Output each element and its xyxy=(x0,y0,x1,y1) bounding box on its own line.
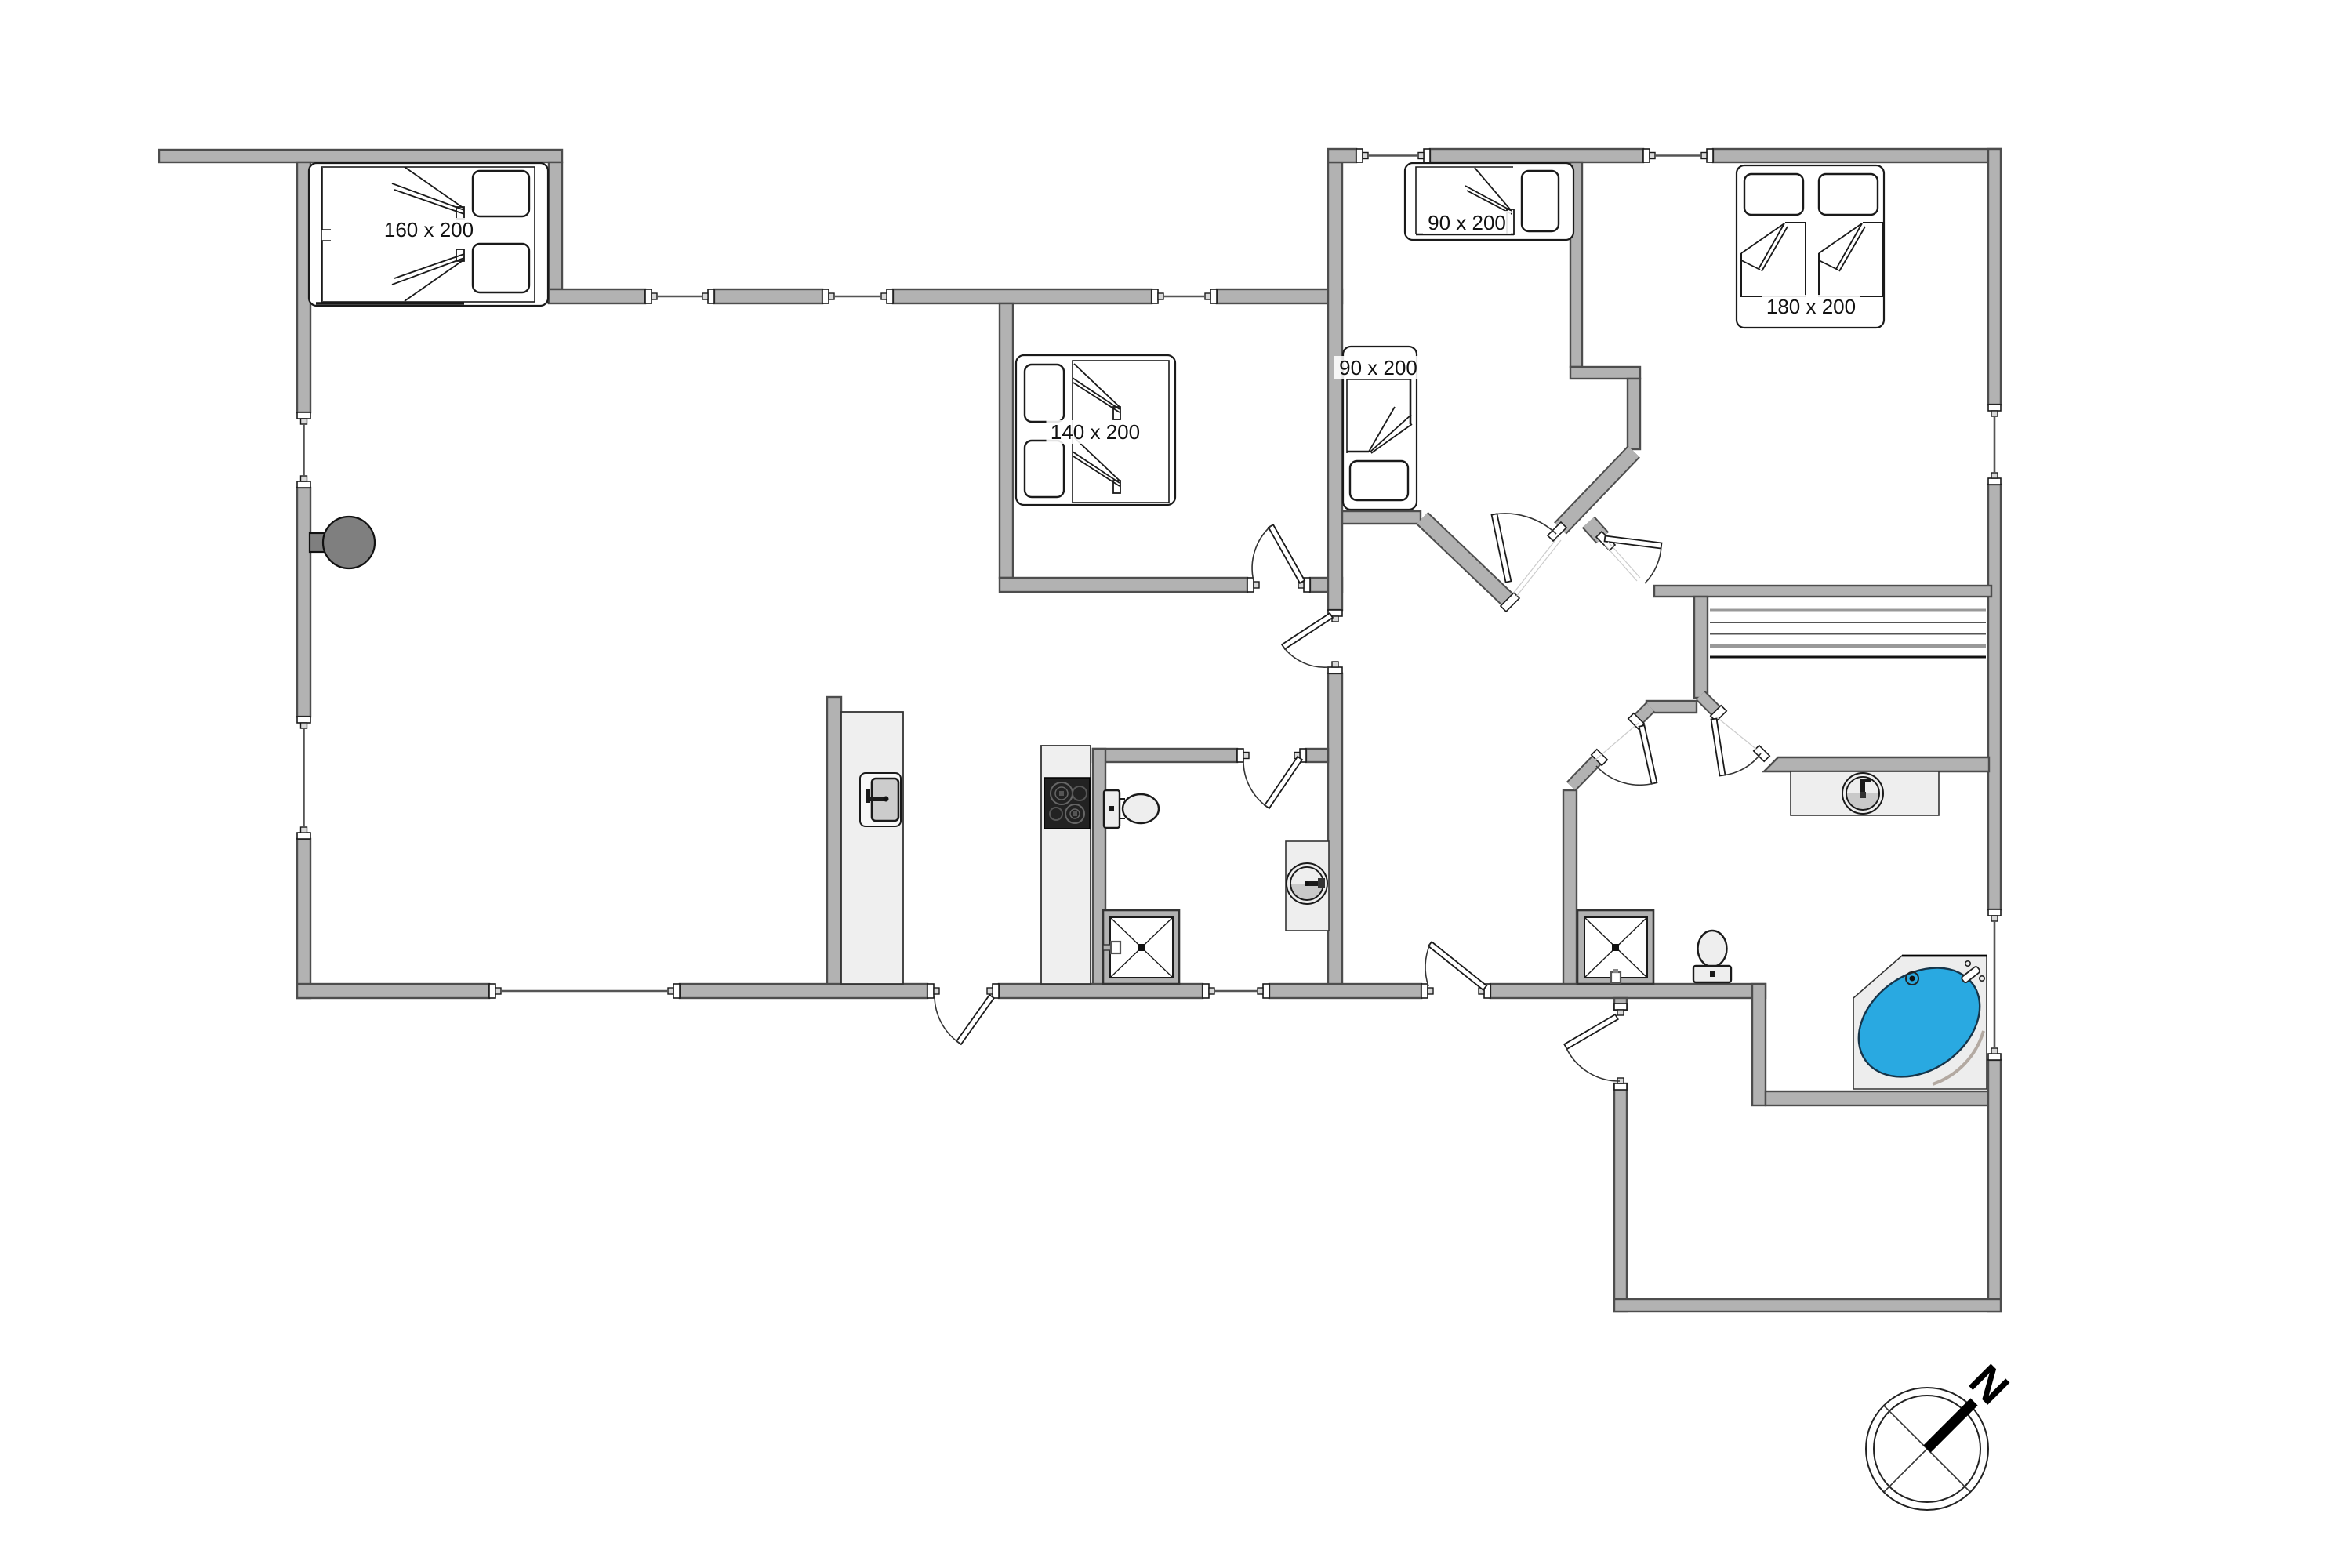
svg-text:180 x 200: 180 x 200 xyxy=(1766,295,1856,318)
svg-text:90 x 200: 90 x 200 xyxy=(1339,356,1417,379)
svg-text:140 x 200: 140 x 200 xyxy=(1051,420,1140,444)
svg-text:90 x 200: 90 x 200 xyxy=(1428,211,1506,234)
svg-text:160 x 200: 160 x 200 xyxy=(384,218,474,241)
